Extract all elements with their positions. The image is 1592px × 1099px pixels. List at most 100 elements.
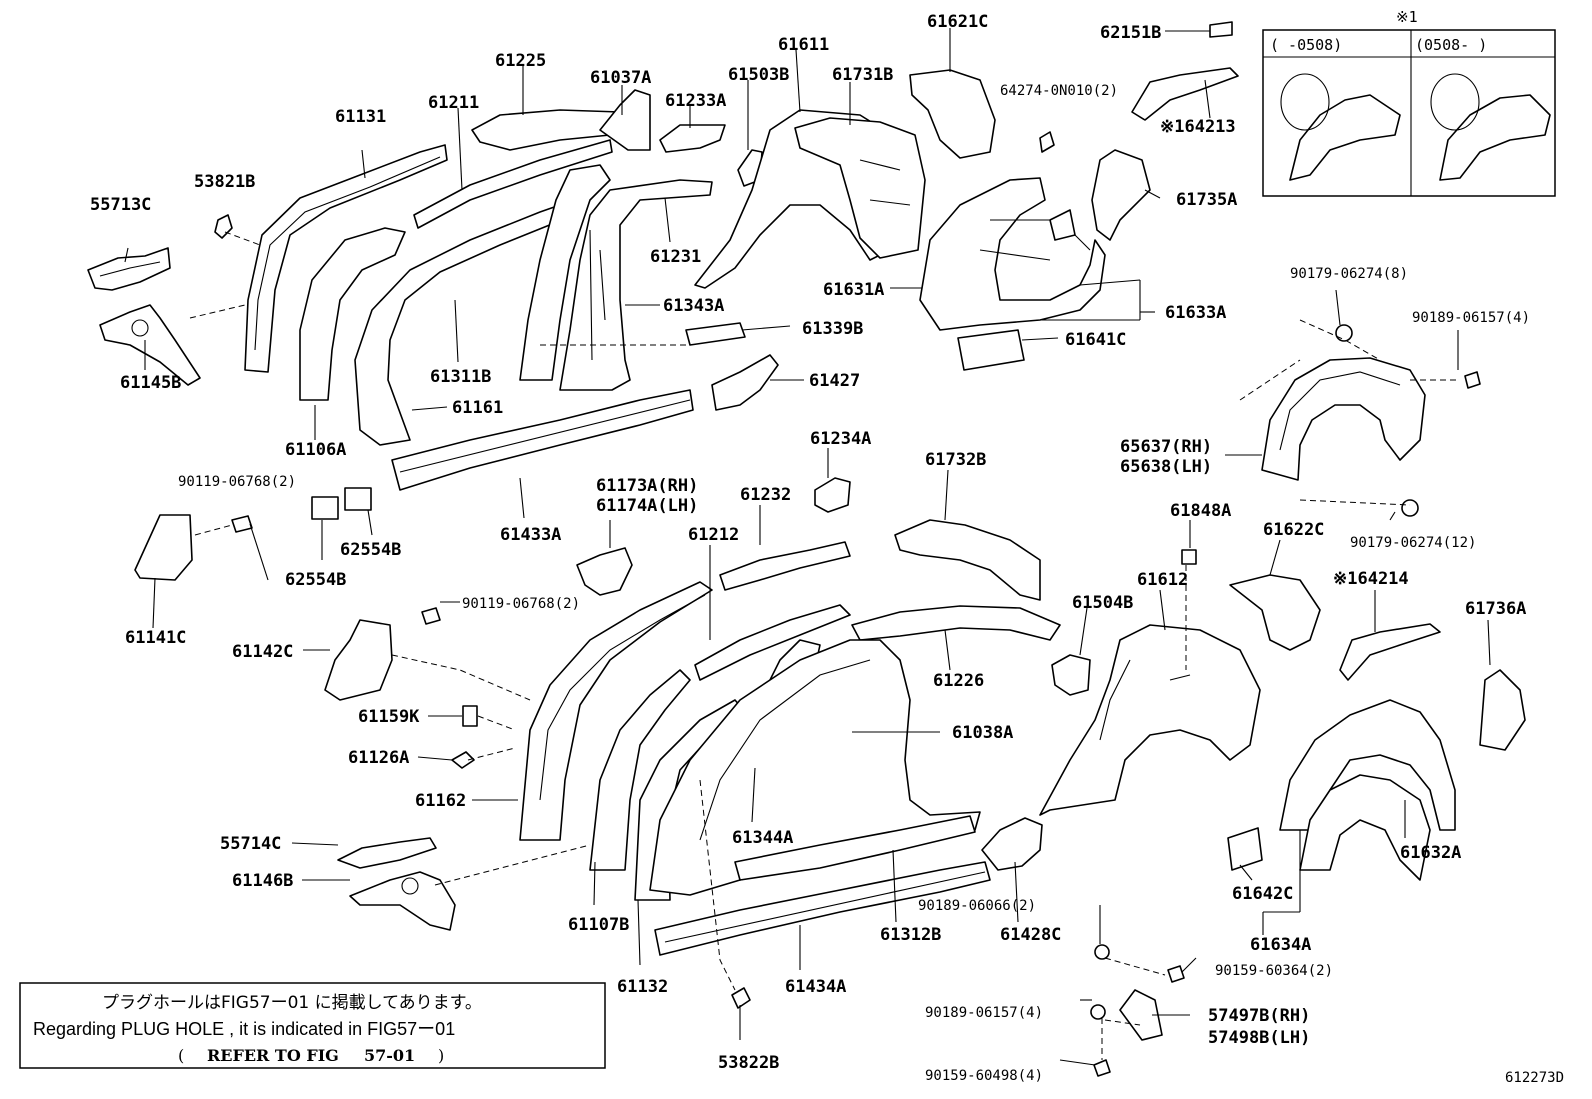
inset-left-bracket [1289, 94, 1401, 181]
rail-61131 [244, 144, 448, 373]
label-61612: 61612 [1137, 570, 1188, 590]
bracket-55714c [337, 837, 437, 869]
label-61232: 61232 [740, 485, 791, 505]
wheelhouse-61634a [1299, 774, 1431, 881]
panel-61732b [894, 519, 1041, 601]
part-labels: 61131 61225 61211 61037A 61611 61233A 61… [90, 12, 1564, 1086]
bracket-61141c [134, 514, 193, 581]
label-61159k: 61159K [358, 707, 420, 727]
label-65638: 65638(LH) [1120, 457, 1212, 477]
note-english: Regarding PLUG HOLE , it is indicated in… [33, 1019, 455, 1039]
rocker-61434a [654, 861, 991, 956]
label-61611: 61611 [778, 35, 829, 55]
label-61038a: 61038A [952, 723, 1013, 743]
bracket-61126a [451, 751, 475, 769]
label-57498b: 57498B(LH) [1208, 1028, 1310, 1048]
label-62554b-b: 62554B [285, 570, 346, 590]
label-90159-60498-4: 90159-60498(4) [925, 1068, 1043, 1084]
label-61428c: 61428C [1000, 925, 1061, 945]
label-61344a: 61344A [732, 828, 793, 848]
label-61107b: 61107B [568, 915, 629, 935]
label-61735a: 61735A [1176, 190, 1237, 210]
bracket-55713c [87, 247, 171, 291]
plug-hole-note: プラグホールはFIG57ー01 に掲載してあります。 Regarding PLU… [19, 982, 606, 1069]
label-61226: 61226 [933, 671, 984, 691]
screw-90159-b [1093, 1059, 1111, 1077]
label-55713c: 55713C [90, 195, 151, 215]
bracket-61234a [814, 477, 851, 513]
clip-62151b [1209, 21, 1233, 38]
label-61225: 61225 [495, 51, 546, 71]
label-61633a: 61633A [1165, 303, 1226, 323]
label-61145b: 61145B [120, 373, 181, 393]
upper-right-assembly [694, 21, 1481, 517]
bracket-61146b [349, 871, 456, 931]
label-62151b: 62151B [1100, 23, 1161, 43]
inset-mark: ※1 [1396, 8, 1418, 26]
rail-61211 [413, 139, 613, 229]
label-61434a: 61434A [785, 977, 846, 997]
label-61427: 61427 [809, 371, 860, 391]
rail-61226 [851, 605, 1061, 641]
screw-90189-b [1094, 944, 1110, 960]
liner-65637 [1261, 357, 1426, 481]
note-ref-close: ) [438, 1046, 444, 1065]
inset-right-bracket [1439, 94, 1551, 181]
bolt-90119-b [421, 607, 441, 625]
diagram-id: 612273D [1505, 1070, 1564, 1086]
screw-90159-a [1167, 965, 1185, 983]
clip-53821b [214, 214, 233, 239]
pillar-61107b [589, 669, 691, 871]
panel-61641c [957, 329, 1025, 371]
label-61131: 61131 [335, 107, 386, 127]
label-90159-60364-2: 90159-60364(2) [1215, 963, 1333, 979]
bracket-64214 [1339, 623, 1441, 681]
bracket-61428c [981, 817, 1043, 871]
label-61634a: 61634A [1250, 935, 1311, 955]
label-62554b-a: 62554B [340, 540, 401, 560]
label-61848a: 61848A [1170, 501, 1231, 521]
label-61312b: 61312B [880, 925, 941, 945]
lower-left-assembly [324, 477, 1061, 1009]
label-61339b: 61339B [802, 319, 863, 339]
label-61736a: 61736A [1465, 599, 1526, 619]
pillar-61311b [519, 164, 611, 381]
lower-right-assembly [894, 519, 1526, 1077]
note-ref-number: 57-01 [364, 1046, 415, 1065]
bracket-57497b [1119, 989, 1163, 1041]
label-61631a: 61631A [823, 280, 884, 300]
bracket-61142c [324, 619, 393, 701]
label-64213: ※164213 [1160, 117, 1236, 137]
label-61622c: 61622C [1263, 520, 1324, 540]
label-53822b: 53822B [718, 1053, 779, 1073]
label-61234a: 61234A [810, 429, 871, 449]
label-90179-06274-8: 90179-06274(8) [1290, 266, 1408, 282]
label-61732b: 61732B [925, 450, 986, 470]
clip-90179-b [1401, 499, 1419, 517]
pad-61339b [685, 322, 746, 346]
reinforcement-61233a [659, 124, 726, 153]
rocker-61312b [734, 815, 976, 881]
note-ref-open: ( [178, 1046, 184, 1065]
bracket-61427 [711, 354, 779, 411]
note-japanese: プラグホールはFIG57ー01 に掲載してあります。 [102, 993, 482, 1013]
bracket-61735a [1091, 149, 1151, 241]
bracket-61633a [1049, 209, 1076, 241]
inset-panel: ※1 ( -0508) (0508- ) [1262, 8, 1556, 197]
screw-90189-c [1090, 1004, 1106, 1020]
rocker-61433a [391, 389, 694, 491]
panel-61621c [909, 69, 996, 159]
screw-90189-a [1464, 371, 1481, 389]
label-61106a: 61106A [285, 440, 346, 460]
label-61142c: 61142C [232, 642, 293, 662]
label-61211: 61211 [428, 93, 479, 113]
label-61343a: 61343A [663, 296, 724, 316]
seal-64274 [1039, 131, 1055, 153]
label-90189-06157-4b: 90189-06157(4) [925, 1005, 1043, 1021]
label-61162: 61162 [415, 791, 466, 811]
inset-right-range: (0508- ) [1415, 36, 1487, 54]
spacer-62554b-b [344, 487, 372, 511]
label-61174a: 61174A(LH) [596, 496, 698, 516]
clip-61848a [1181, 549, 1197, 565]
pillar-61106a [299, 227, 406, 401]
